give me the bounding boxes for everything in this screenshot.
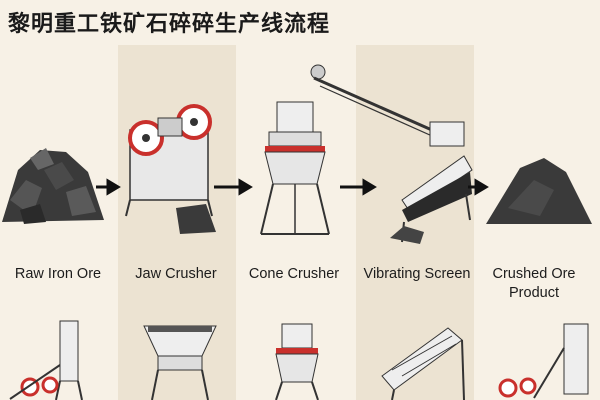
vibrating-screen-icon	[381, 327, 465, 400]
raw-ore-pile-icon	[2, 148, 104, 224]
cone-crusher-icon	[275, 323, 319, 400]
arrow-icon	[96, 178, 121, 196]
stage-label-product: Crushed Ore Product	[492, 266, 576, 301]
product-pile-icon	[486, 158, 592, 224]
plant-overview-icon	[9, 320, 83, 400]
page-title: 黎明重工铁矿石碎碎生产线流程	[8, 12, 331, 37]
arrow-icon	[214, 178, 253, 196]
hopper-icon	[143, 325, 217, 400]
stage-label-jaw-crusher: Jaw Crusher	[135, 266, 217, 282]
arrow-icon	[340, 178, 377, 196]
stage-label-raw-ore: Raw Iron Ore	[14, 266, 102, 282]
jaw-crusher-icon	[125, 104, 216, 234]
cone-crusher-icon	[260, 101, 330, 235]
stage-label-cone-crusher: Cone Crusher	[248, 266, 340, 282]
arrow-icon	[468, 178, 489, 196]
vibrating-screen-icon	[310, 64, 473, 244]
stage-label-vibrating-screen: Vibrating Screen	[363, 266, 471, 282]
plant-overview-icon	[498, 323, 589, 399]
